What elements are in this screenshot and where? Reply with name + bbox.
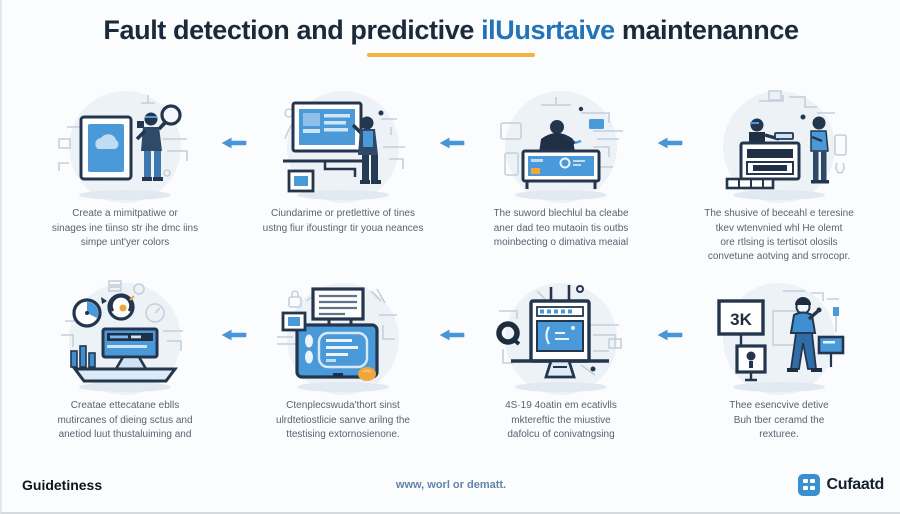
curated-logo-icon bbox=[797, 474, 820, 496]
page-title: Fault detection and predictive ilUusrtai… bbox=[2, 14, 900, 46]
arrow-1 bbox=[220, 83, 248, 203]
arrow-3 bbox=[656, 83, 684, 203]
technician-with-signs-illustration: 3K bbox=[717, 283, 845, 396]
machine-panel-illustration bbox=[277, 283, 399, 396]
panel-6: Ctenplecswuda'thort sinst ulrdtetiostlic… bbox=[248, 275, 438, 457]
panel-7-caption: 4S·19 4oatin em ecativlls mktereftic the… bbox=[505, 400, 617, 440]
arrow-6 bbox=[656, 275, 684, 395]
title-underline bbox=[367, 53, 535, 58]
technician-at-monitor-illustration bbox=[283, 91, 405, 204]
panel-5-caption: Creatae ettecatane eblls mutircanes of d… bbox=[57, 400, 193, 440]
panel-8: 3K Thee esencvive detive Buh tber ceramd… bbox=[684, 275, 874, 457]
footer-url: www, worl or dematt. bbox=[395, 479, 507, 491]
panel-5: Creatae ettecatane eblls mutircanes of d… bbox=[30, 275, 220, 457]
panel-6-caption: Ctenplecswuda'thort sinst ulrdtetiostlic… bbox=[276, 400, 410, 440]
panel-2: Ciundarime or pretlettive of tines ustng… bbox=[248, 83, 438, 265]
title-part1: Fault detection and predictive bbox=[103, 15, 482, 45]
diagnostic-machine-illustration bbox=[496, 283, 622, 396]
panel-grid-row-2: Creatae ettecatane eblls mutircanes of d… bbox=[2, 275, 900, 457]
footer-logo: Cufaatd bbox=[797, 474, 885, 496]
title-highlight: ilUusrtaive bbox=[481, 15, 615, 45]
footer: Guidetiness www, worl or dematt. Cufaatd bbox=[2, 470, 900, 500]
panel-grid-row-1: Create a mimitpatiwe or sinages ine tiin… bbox=[2, 83, 900, 265]
panel-3: The suword blechlul ba cleabe aner dad t… bbox=[466, 83, 656, 265]
sign-3k-label: 3K bbox=[730, 310, 752, 329]
title-part2: maintenannce bbox=[614, 15, 799, 45]
header: Fault detection and predictive ilUusrtai… bbox=[2, 0, 900, 58]
flow-arrow-icon bbox=[657, 138, 683, 149]
footer-brand: Guidetiness bbox=[22, 477, 103, 493]
panel-8-caption: Thee esencvive detive Buh tber ceramd th… bbox=[729, 400, 829, 440]
flow-arrow-icon bbox=[221, 138, 247, 149]
workers-at-machine-illustration bbox=[723, 90, 847, 204]
panel-4: The shusive of beceahl e teresine tkev w… bbox=[684, 83, 874, 265]
panel-2-caption: Ciundarime or pretlettive of tines ustng… bbox=[262, 208, 424, 234]
flow-arrow-icon bbox=[439, 138, 465, 149]
panel-1: Create a mimitpatiwe or sinages ine tiin… bbox=[30, 83, 220, 265]
magnifier-icon bbox=[160, 104, 182, 126]
panel-7: 4S·19 4oatin em ecativlls mktereftic the… bbox=[466, 275, 656, 457]
panel-4-caption: The shusive of beceahl e teresine tkev w… bbox=[704, 208, 854, 262]
flow-arrow-icon bbox=[439, 330, 465, 341]
panel-grid: Create a mimitpatiwe or sinages ine tiin… bbox=[2, 83, 900, 457]
panel-3-caption: The suword blechlul ba cleabe aner dad t… bbox=[493, 208, 629, 248]
panel-1-caption: Create a mimitpatiwe or sinages ine tiin… bbox=[51, 208, 199, 248]
operator-at-dashboard-illustration bbox=[500, 91, 623, 204]
footer-logo-text: Cufaatd bbox=[826, 476, 885, 493]
flow-arrow-icon bbox=[221, 330, 247, 341]
arrow-5 bbox=[438, 275, 466, 395]
gauges-and-monitor-illustration bbox=[61, 280, 183, 396]
flow-arrow-icon bbox=[657, 330, 683, 341]
arrow-4 bbox=[220, 275, 248, 395]
arrow-2 bbox=[438, 83, 466, 203]
inspector-with-magnifier-illustration bbox=[58, 91, 188, 204]
